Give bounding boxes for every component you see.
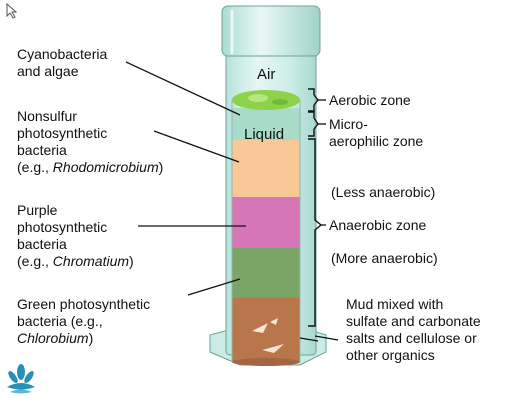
example-line: (e.g., Rhodomicrobium) <box>17 159 163 176</box>
label-line: Purple <box>17 202 58 218</box>
genus-name: Chromatium <box>52 253 130 269</box>
label-line: photosynthetic <box>17 125 108 141</box>
label-line: bacteria <box>17 236 67 252</box>
label-green: Green photosynthetic bacteria (e.g., Chl… <box>17 296 150 347</box>
algae-highlight <box>248 94 268 102</box>
layer-microaerophilic <box>232 108 300 140</box>
label-line: bacteria (e.g., <box>17 313 103 329</box>
label-cyanobacteria: Cyanobacteria and algae <box>17 46 107 80</box>
air-label: Air <box>257 66 276 83</box>
label-line: Green photosynthetic <box>17 296 151 312</box>
label-anaerobic-zone: Anaerobic zone <box>329 217 427 233</box>
layer-green-sulfur <box>232 248 300 298</box>
label-aerobic-zone: Aerobic zone <box>329 92 411 108</box>
label-nonsulfur: Nonsulfur photosynthetic bacteria (e.g.,… <box>17 108 163 176</box>
label-line: bacteria <box>17 142 67 158</box>
algae-shade <box>272 99 288 105</box>
example-line: Chlorobium) <box>17 330 150 347</box>
label-line: Nonsulfur <box>17 108 77 124</box>
label-line: aerophilic zone <box>329 133 424 149</box>
label-line: photosynthetic <box>17 219 108 235</box>
label-mud: Mud mixed with sulfate and carbonate sal… <box>346 296 481 364</box>
example-suffix: ) <box>129 253 134 269</box>
label-line: Mud mixed with <box>346 296 444 312</box>
label-more-anaerobic: (More anaerobic) <box>331 250 438 266</box>
example-line: (e.g., Chromatium) <box>17 253 134 270</box>
label-microaerophilic-zone: Micro- aerophilic zone <box>329 116 423 150</box>
example-prefix: (e.g., <box>17 253 53 269</box>
example-prefix: (e.g., <box>17 159 53 175</box>
label-line: Micro- <box>329 116 368 132</box>
label-line: sulfate and carbonate <box>346 313 481 329</box>
example-suffix: ) <box>158 159 164 175</box>
mud-bottom <box>232 358 300 366</box>
label-line: salts and cellulose or <box>346 330 477 346</box>
layer-nonsulfur <box>232 140 300 197</box>
leader-lines <box>125 61 339 342</box>
example-suffix: ) <box>88 330 94 346</box>
label-line: Cyanobacteria <box>17 46 108 62</box>
label-line: other organics <box>346 347 435 363</box>
label-line: and algae <box>17 63 79 79</box>
pointer-cursor-icon <box>6 3 18 19</box>
flower-logo-icon <box>7 364 35 394</box>
cylinder-cap <box>221 5 321 57</box>
genus-name: Rhodomicrobium <box>52 159 159 175</box>
layer-purple <box>232 197 300 248</box>
liquid-label: Liquid <box>244 126 285 143</box>
label-less-anaerobic: (Less anaerobic) <box>331 184 436 200</box>
layer-mud <box>232 298 300 362</box>
label-purple: Purple photosynthetic bacteria (e.g., Ch… <box>17 202 134 270</box>
genus-name: Chlorobium <box>17 330 89 346</box>
